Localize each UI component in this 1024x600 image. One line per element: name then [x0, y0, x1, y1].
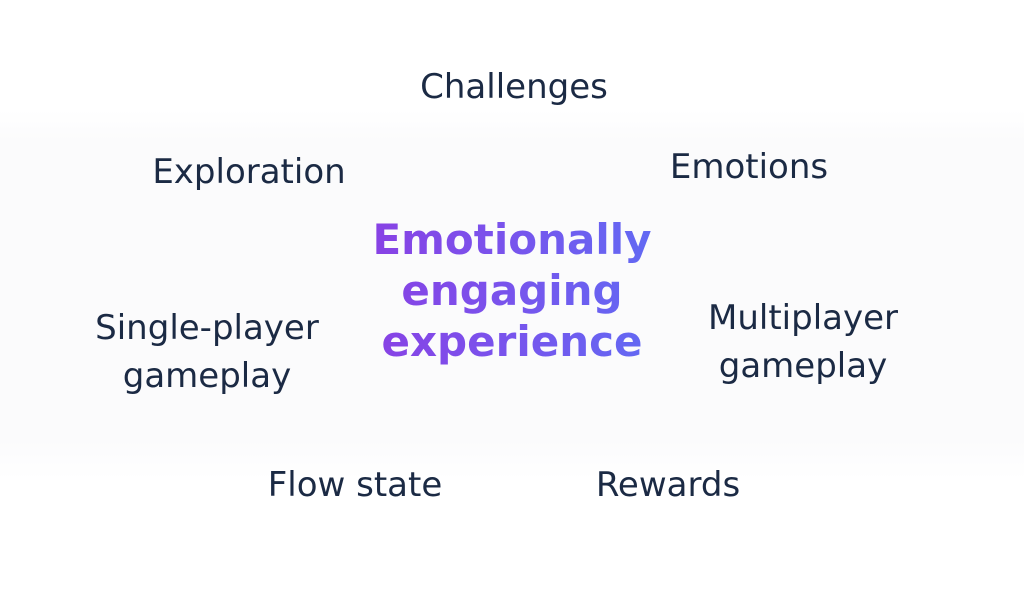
central-concept-line-1: Emotionally — [352, 214, 672, 265]
central-concept-line-3: experience — [352, 316, 672, 367]
term-flow-state: Flow state — [267, 465, 443, 505]
term-exploration: Exploration — [152, 152, 346, 192]
term-challenges: Challenges — [420, 67, 608, 107]
term-single-player-gameplay: Single-player gameplay — [95, 308, 319, 396]
term-emotions: Emotions — [669, 147, 829, 187]
central-concept-line-2: engaging — [352, 265, 672, 316]
central-concept: Emotionally engaging experience — [352, 214, 672, 367]
term-rewards: Rewards — [595, 465, 741, 505]
term-multiplayer-gameplay: Multiplayer gameplay — [708, 298, 898, 386]
